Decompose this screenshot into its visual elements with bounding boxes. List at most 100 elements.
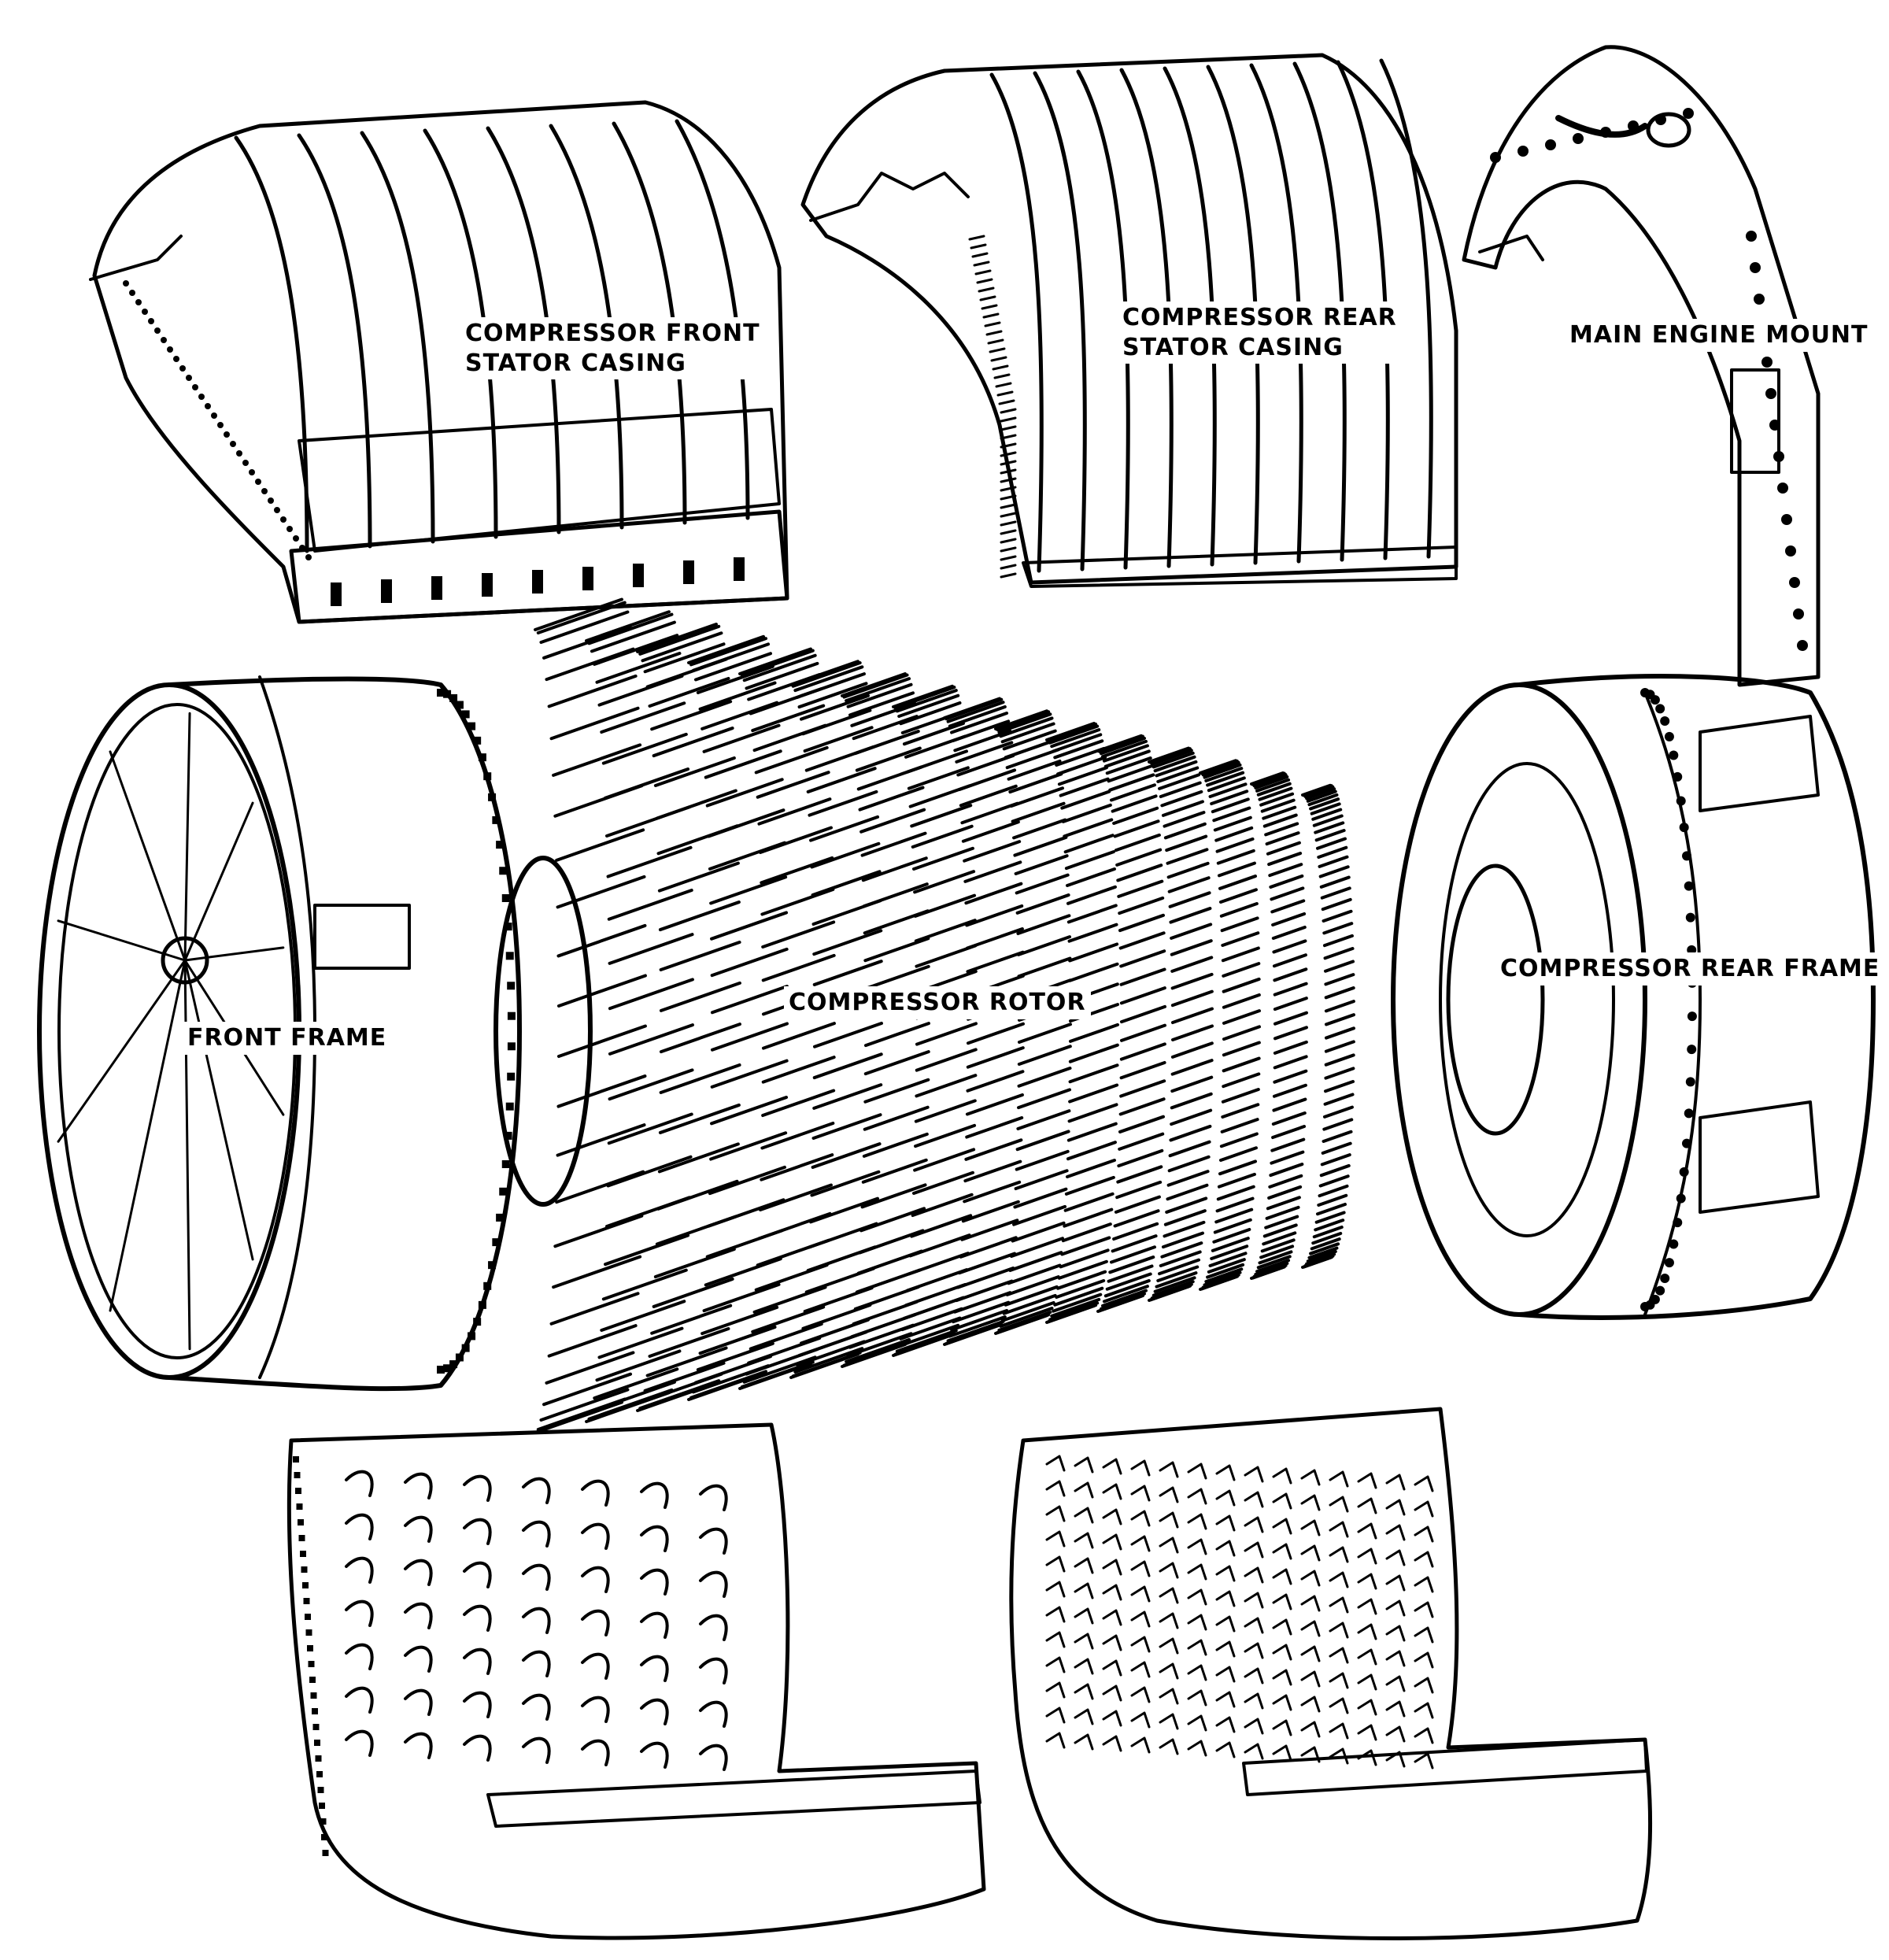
rotor-blade — [1206, 1263, 1245, 1279]
rotor-blade — [997, 1311, 1052, 1332]
rotor-blade — [1109, 783, 1156, 802]
rotor-blade — [1112, 1222, 1159, 1241]
rotor-blade — [859, 808, 926, 834]
stator-vane — [1300, 1544, 1321, 1562]
rotor-blade — [812, 960, 883, 986]
stator-vane — [1385, 1751, 1406, 1768]
stator-vane — [345, 1643, 374, 1670]
stator-vane — [581, 1609, 610, 1636]
rotor-blade — [1262, 813, 1298, 828]
rotor-blade — [1215, 1196, 1255, 1213]
frame-bolt — [461, 1344, 470, 1352]
rotor-blade — [1119, 967, 1166, 986]
stator-vane — [1215, 1666, 1236, 1683]
rotor-blade — [608, 933, 694, 965]
rotor-blade — [795, 672, 866, 699]
rivet — [280, 516, 286, 523]
rotor-blade — [1272, 939, 1307, 954]
rotor-blade — [902, 1296, 965, 1320]
stator-vane — [1244, 1718, 1264, 1735]
rotor-blade — [959, 784, 1018, 808]
casing-ring — [486, 126, 561, 534]
rotor-blade — [1015, 893, 1070, 915]
mount-hole — [1490, 152, 1501, 163]
rotor-blade — [1306, 790, 1337, 803]
stator-vane — [1414, 1525, 1434, 1543]
rotor-blade — [860, 1183, 927, 1209]
rotor-blade — [534, 1400, 623, 1434]
rotor-blade — [1314, 1211, 1346, 1224]
rotor-blade — [911, 824, 974, 849]
rotor-blade — [997, 712, 1052, 734]
rotor-blade — [1115, 1180, 1163, 1200]
rotor-blade — [1118, 1132, 1165, 1151]
frame-bolt — [507, 1042, 516, 1051]
rotor-blade — [910, 804, 973, 828]
casing-bolt — [298, 1535, 305, 1541]
rotor-blade — [1119, 986, 1166, 1005]
rotor-blade — [1158, 773, 1201, 790]
rotor-blade — [757, 797, 832, 826]
rotor-blade — [549, 706, 640, 741]
rotor-blade — [1013, 835, 1068, 857]
stator-vane — [640, 1525, 669, 1552]
stator-tooth — [989, 347, 1006, 353]
rotor-blade — [952, 1300, 1011, 1324]
label-line: STATOR CASING — [465, 349, 686, 377]
rotor-blade — [1163, 1209, 1207, 1226]
rotor-blade — [1002, 729, 1057, 751]
rotor-blade — [648, 1327, 730, 1359]
rotor-blade — [1166, 848, 1209, 865]
stator-vane — [522, 1736, 551, 1764]
rotor-blade — [1324, 986, 1355, 1000]
stator-vane — [1130, 1686, 1151, 1703]
rotor-blade — [1324, 1013, 1355, 1026]
rotor-blade — [1108, 1256, 1155, 1274]
rotor-blade — [1118, 931, 1166, 950]
stator-vane — [1414, 1500, 1434, 1518]
rotor-blade — [963, 840, 1022, 863]
rotor-blade — [1064, 1175, 1115, 1196]
rotor-blade — [1010, 786, 1065, 808]
rotor-blade — [1324, 1053, 1355, 1067]
frame-bolt — [483, 772, 492, 781]
frame-strut — [57, 959, 187, 1143]
rivet — [167, 346, 173, 353]
stator-vane — [1074, 1582, 1094, 1599]
rotor-blade — [1210, 790, 1249, 806]
stator-vane — [1215, 1691, 1236, 1708]
label-front-frame: FRONT FRAME — [183, 1022, 392, 1055]
stator-vane — [1272, 1568, 1292, 1585]
rotor-blade — [1311, 808, 1343, 821]
rotor-blade — [698, 1325, 777, 1355]
rotor-blade — [812, 1083, 883, 1110]
stator-vane — [1045, 1555, 1066, 1573]
stator-vane — [1329, 1470, 1349, 1488]
rotor-blade — [1324, 1026, 1355, 1040]
rotor-blade — [848, 691, 915, 717]
rivet — [236, 450, 242, 457]
rotor-blade — [1002, 1293, 1057, 1315]
rotor-blade — [1271, 1125, 1307, 1140]
stator-vane — [1159, 1486, 1179, 1503]
rotor-blade — [959, 1236, 1018, 1259]
rotor-blade — [811, 1142, 882, 1169]
rotor-blade — [1273, 1040, 1308, 1055]
rotor-blade — [1167, 876, 1211, 893]
stator-vane — [1159, 1637, 1179, 1655]
rotor-blade — [1270, 899, 1306, 914]
rotor-blade — [1213, 1218, 1252, 1234]
stator-vane — [1159, 1461, 1179, 1478]
stator-tooth — [1000, 416, 1017, 423]
rotor-blade — [1203, 1270, 1242, 1287]
rotor-blade — [549, 1292, 640, 1326]
rotor-blade — [1255, 1259, 1291, 1274]
rotor-blade — [955, 741, 1014, 764]
frame-hole — [1676, 1193, 1686, 1204]
frame-bolt — [507, 1072, 516, 1081]
rotor-blade — [1103, 749, 1151, 768]
stator-vane — [1329, 1647, 1349, 1664]
rivet — [261, 488, 268, 494]
frame-hole — [1669, 750, 1679, 760]
rotor-blade — [761, 1056, 836, 1084]
